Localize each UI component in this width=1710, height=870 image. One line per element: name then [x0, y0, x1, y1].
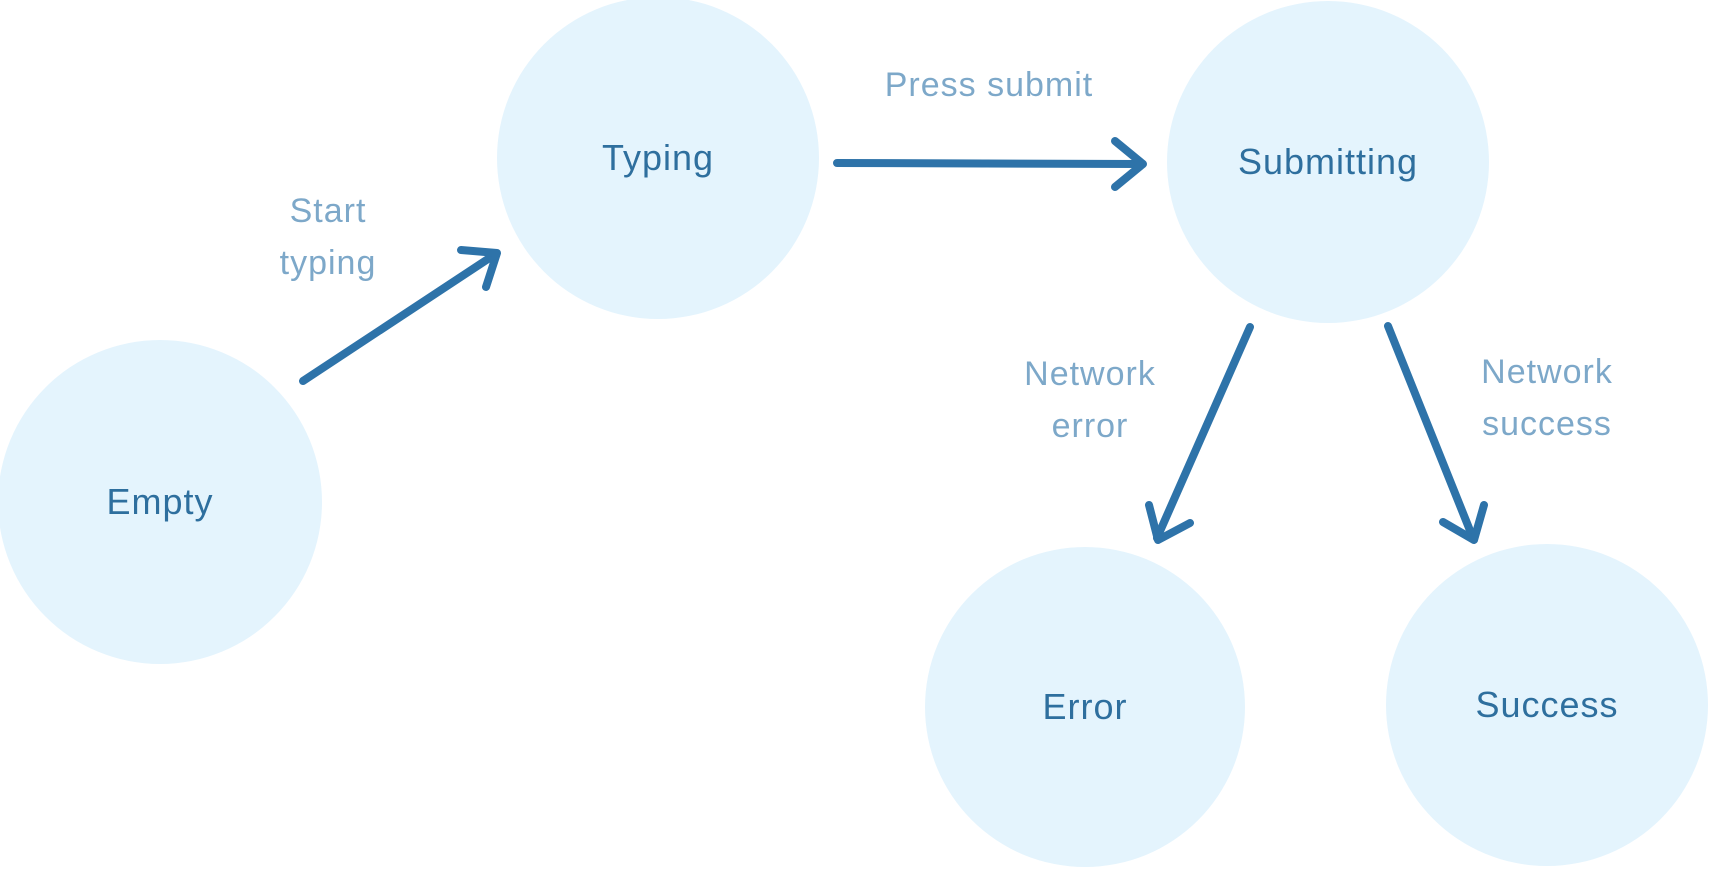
state-node-submitting: Submitting: [1167, 1, 1489, 323]
state-label-success: Success: [1475, 684, 1619, 725]
edge-label-start-typing: Start typing: [279, 192, 377, 282]
edge-label-press-submit: Press submit: [884, 66, 1094, 104]
state-node-error: Error: [925, 547, 1245, 867]
state-label-empty: Empty: [106, 481, 214, 522]
edge-label-network-success: Network success: [1481, 353, 1613, 443]
state-node-empty: Empty: [0, 340, 322, 664]
state-node-typing: Typing: [497, 0, 819, 319]
state-label-typing: Typing: [601, 137, 715, 178]
state-label-error: Error: [1042, 686, 1128, 727]
arrow-typing-to-submitting: [833, 137, 1147, 191]
edge-label-network-error: Network error: [1024, 355, 1156, 445]
state-label-submitting: Submitting: [1237, 141, 1419, 182]
state-node-success: Success: [1386, 544, 1708, 866]
